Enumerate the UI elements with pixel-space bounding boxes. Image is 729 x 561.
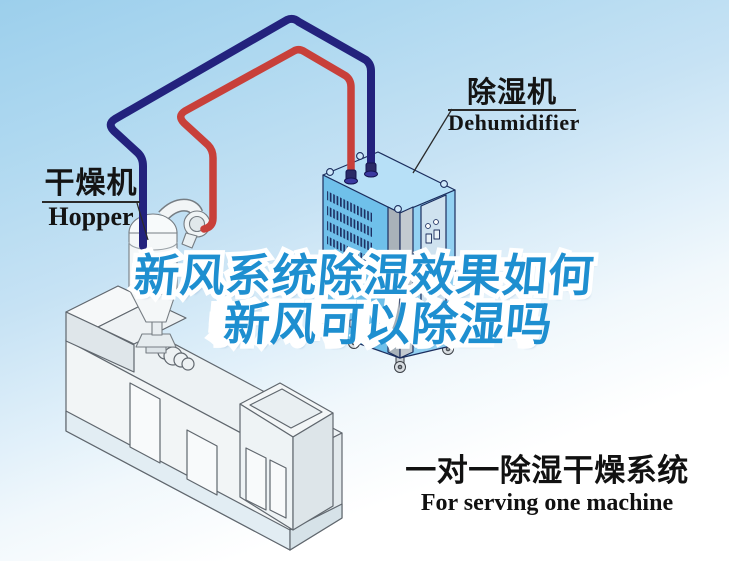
dehumidifier-leader-line [412, 108, 453, 174]
hopper-leader-line [136, 202, 149, 241]
hopper-label-zh: 干燥机 [42, 168, 140, 203]
machine-base-skirt-right [289, 503, 343, 551]
hopper-label-en: Hopper [48, 202, 134, 231]
machine-hood-front [65, 311, 135, 373]
system-caption: 一对一除湿干燥系统 For serving one machine [399, 453, 695, 517]
hopper-callout: 干燥机 Hopper [42, 168, 140, 231]
headline-line2-fill: 新风可以除湿吗 [221, 298, 556, 350]
left-face-detail [349, 319, 358, 328]
clamp-unit-block [239, 382, 334, 531]
machine-window [129, 382, 161, 464]
left-face-detail [358, 324, 367, 333]
dehumidifier-callout: 除湿机 Dehumidifier [448, 78, 580, 135]
corner-post-right [399, 206, 414, 359]
headline-line2: 新风可以除湿吗 新风可以除湿吗 [0, 288, 729, 355]
pipe-fittings [344, 162, 378, 185]
vent-louvres [327, 191, 372, 266]
dehumidifier-label-zh: 除湿机 [448, 78, 576, 111]
dehumidifier-unit [322, 151, 456, 373]
dehumidifier-label-en: Dehumidifier [448, 110, 580, 135]
injection-molding-machine [65, 285, 343, 551]
dry-air-pipe [106, 14, 375, 250]
door-panel [420, 194, 447, 344]
return-air-pipe [177, 45, 355, 233]
lifting-eyelets [326, 152, 448, 213]
caption-title-zh: 一对一除湿干燥系统 [405, 453, 689, 488]
caption-subtitle-en: For serving one machine [420, 490, 674, 516]
machine-window [186, 429, 218, 496]
